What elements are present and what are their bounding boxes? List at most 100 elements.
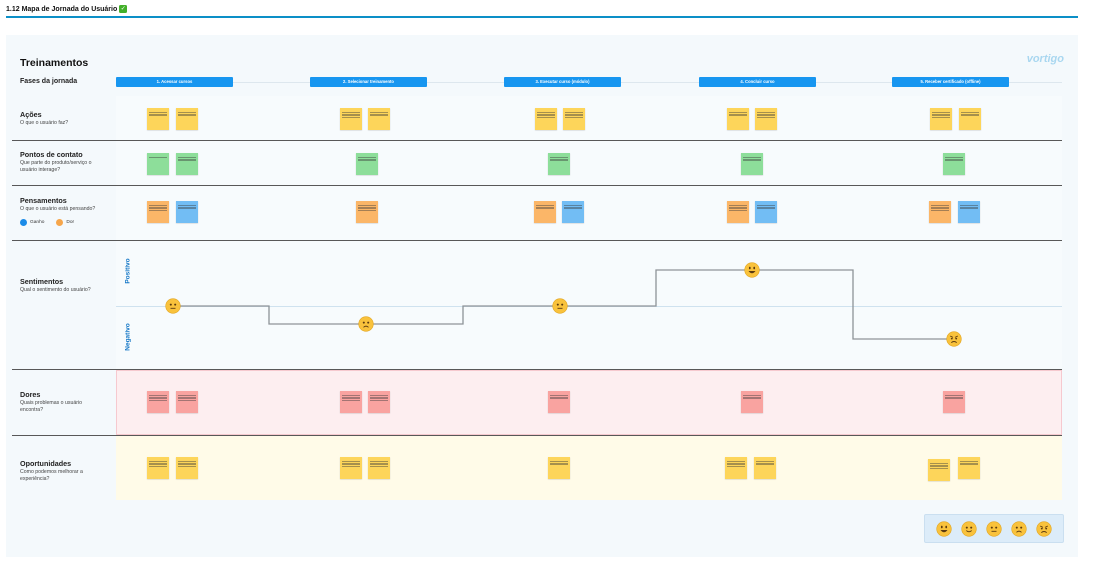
phase-2[interactable]: 2. Selecionar treinamento	[310, 77, 427, 87]
legend-dot-dor	[56, 219, 64, 226]
sticky-note[interactable]	[147, 391, 169, 413]
row-divider	[12, 185, 1062, 187]
sticky-note[interactable]	[959, 108, 981, 130]
sticky-note[interactable]	[755, 108, 777, 130]
dores-area	[116, 370, 1062, 435]
sticky-note[interactable]	[930, 108, 952, 130]
sticky-note[interactable]	[958, 457, 980, 479]
neutral-face-icon	[987, 522, 1001, 536]
sticky-note[interactable]	[727, 108, 749, 130]
pensamentos-area	[116, 186, 1062, 240]
smile-face-icon	[962, 522, 976, 536]
contato-label: Pontos de contato Que parte do produto/s…	[20, 150, 100, 173]
phase-3[interactable]: 3. Executar curso (módulo)	[504, 77, 621, 87]
contato-title: Pontos de contato	[20, 150, 83, 159]
sticky-note[interactable]	[741, 153, 763, 175]
sticky-note[interactable]	[741, 391, 763, 413]
row-divider	[12, 140, 1062, 142]
sticky-note[interactable]	[147, 153, 169, 175]
page-title-text: 1.12 Mapa de Jornada do Usuário	[6, 5, 118, 13]
neutral-face-icon	[166, 299, 180, 313]
sticky-note[interactable]	[958, 201, 980, 223]
sticky-note[interactable]	[340, 391, 362, 413]
journey-board: Treinamentos vortigo Fases da jornada 1.…	[6, 35, 1078, 557]
sticky-note[interactable]	[340, 457, 362, 479]
sticky-note[interactable]	[147, 201, 169, 223]
legend-label-ganho: Ganho	[30, 220, 45, 225]
phases-label: Fases da jornada	[20, 78, 78, 85]
sticky-note[interactable]	[535, 108, 557, 130]
contato-area	[116, 141, 1062, 185]
legend-label-dor: Dor	[66, 220, 75, 225]
check-icon: ✓	[119, 5, 128, 13]
emoji-scale	[924, 514, 1064, 543]
contato-subtitle: Que parte do produto/serviço o usuário i…	[20, 160, 92, 173]
sticky-note[interactable]	[562, 201, 584, 223]
sticky-note[interactable]	[548, 457, 570, 479]
sticky-note[interactable]	[754, 457, 776, 479]
sticky-note[interactable]	[176, 391, 198, 413]
happy-face-icon	[937, 522, 951, 536]
pensamentos-legend: Ganho Dor	[20, 219, 74, 226]
phase-4[interactable]: 4. Concluir curso	[699, 77, 816, 87]
row-divider	[12, 240, 1062, 242]
acoes-title: Ações	[20, 110, 42, 119]
sticky-note[interactable]	[928, 459, 950, 481]
sticky-note[interactable]	[755, 201, 777, 223]
pensamentos-label: Pensamentos O que o usuário está pensand…	[20, 196, 100, 213]
pensamentos-title: Pensamentos	[20, 196, 67, 205]
acoes-area	[116, 96, 1062, 140]
page-title: 1.12 Mapa de Jornada do Usuário ✓	[6, 5, 128, 13]
oportunidades-title: Oportunidades	[20, 459, 72, 468]
angry-face-icon	[947, 332, 961, 346]
sticky-note[interactable]	[176, 201, 198, 223]
sad-face-icon	[1012, 522, 1026, 536]
neutral-face-icon	[553, 299, 567, 313]
sticky-note[interactable]	[147, 108, 169, 130]
sentimentos-subtitle: Qual o sentimento do usuário?	[20, 287, 91, 293]
sticky-note[interactable]	[368, 108, 390, 130]
brand-logo: vortigo	[1026, 53, 1064, 65]
pensamentos-subtitle: O que o usuário está pensando?	[20, 206, 96, 212]
sticky-note[interactable]	[929, 201, 951, 223]
phase-1[interactable]: 1. Acessar cursos	[116, 77, 233, 87]
dores-subtitle: Quais problemas o usuário encontra?	[20, 400, 82, 413]
legend-dot-ganho	[20, 219, 27, 226]
sticky-note[interactable]	[725, 457, 747, 479]
sticky-note[interactable]	[356, 153, 378, 175]
phase-5[interactable]: 5. Receber certificado (offline)	[892, 77, 1009, 87]
sticky-note[interactable]	[548, 391, 570, 413]
sentimentos-label: Sentimentos Qual o sentimento do usuário…	[20, 277, 100, 294]
sticky-note[interactable]	[943, 153, 965, 175]
sticky-note[interactable]	[368, 457, 390, 479]
sticky-note[interactable]	[548, 153, 570, 175]
sticky-note[interactable]	[176, 153, 198, 175]
oportunidades-subtitle: Como podemos melhorar a experiência?	[20, 469, 83, 482]
oportunidades-label: Oportunidades Como podemos melhorar a ex…	[20, 459, 100, 482]
sticky-note[interactable]	[727, 201, 749, 223]
acoes-label: Ações O que o usuário faz?	[20, 110, 100, 127]
dores-label: Dores Quais problemas o usuário encontra…	[20, 390, 100, 413]
row-divider	[12, 435, 1062, 437]
sticky-note[interactable]	[368, 391, 390, 413]
title-underline	[6, 16, 1078, 18]
sticky-note[interactable]	[147, 457, 169, 479]
sticky-note[interactable]	[340, 108, 362, 130]
acoes-subtitle: O que o usuário faz?	[20, 120, 69, 126]
row-divider	[12, 369, 1062, 371]
sticky-note[interactable]	[356, 201, 378, 223]
sticky-note[interactable]	[563, 108, 585, 130]
sad-face-icon	[359, 317, 373, 331]
sticky-note[interactable]	[943, 391, 965, 413]
sticky-note[interactable]	[176, 108, 198, 130]
sticky-note[interactable]	[534, 201, 556, 223]
dores-title: Dores	[20, 390, 41, 399]
angry-face-icon	[1037, 522, 1051, 536]
sentimentos-title: Sentimentos	[20, 277, 64, 286]
sentimentos-area	[116, 241, 1062, 369]
oportunidades-area	[116, 436, 1062, 500]
board-title: Treinamentos	[20, 57, 89, 69]
sticky-note[interactable]	[176, 457, 198, 479]
happy-face-icon	[745, 263, 759, 277]
